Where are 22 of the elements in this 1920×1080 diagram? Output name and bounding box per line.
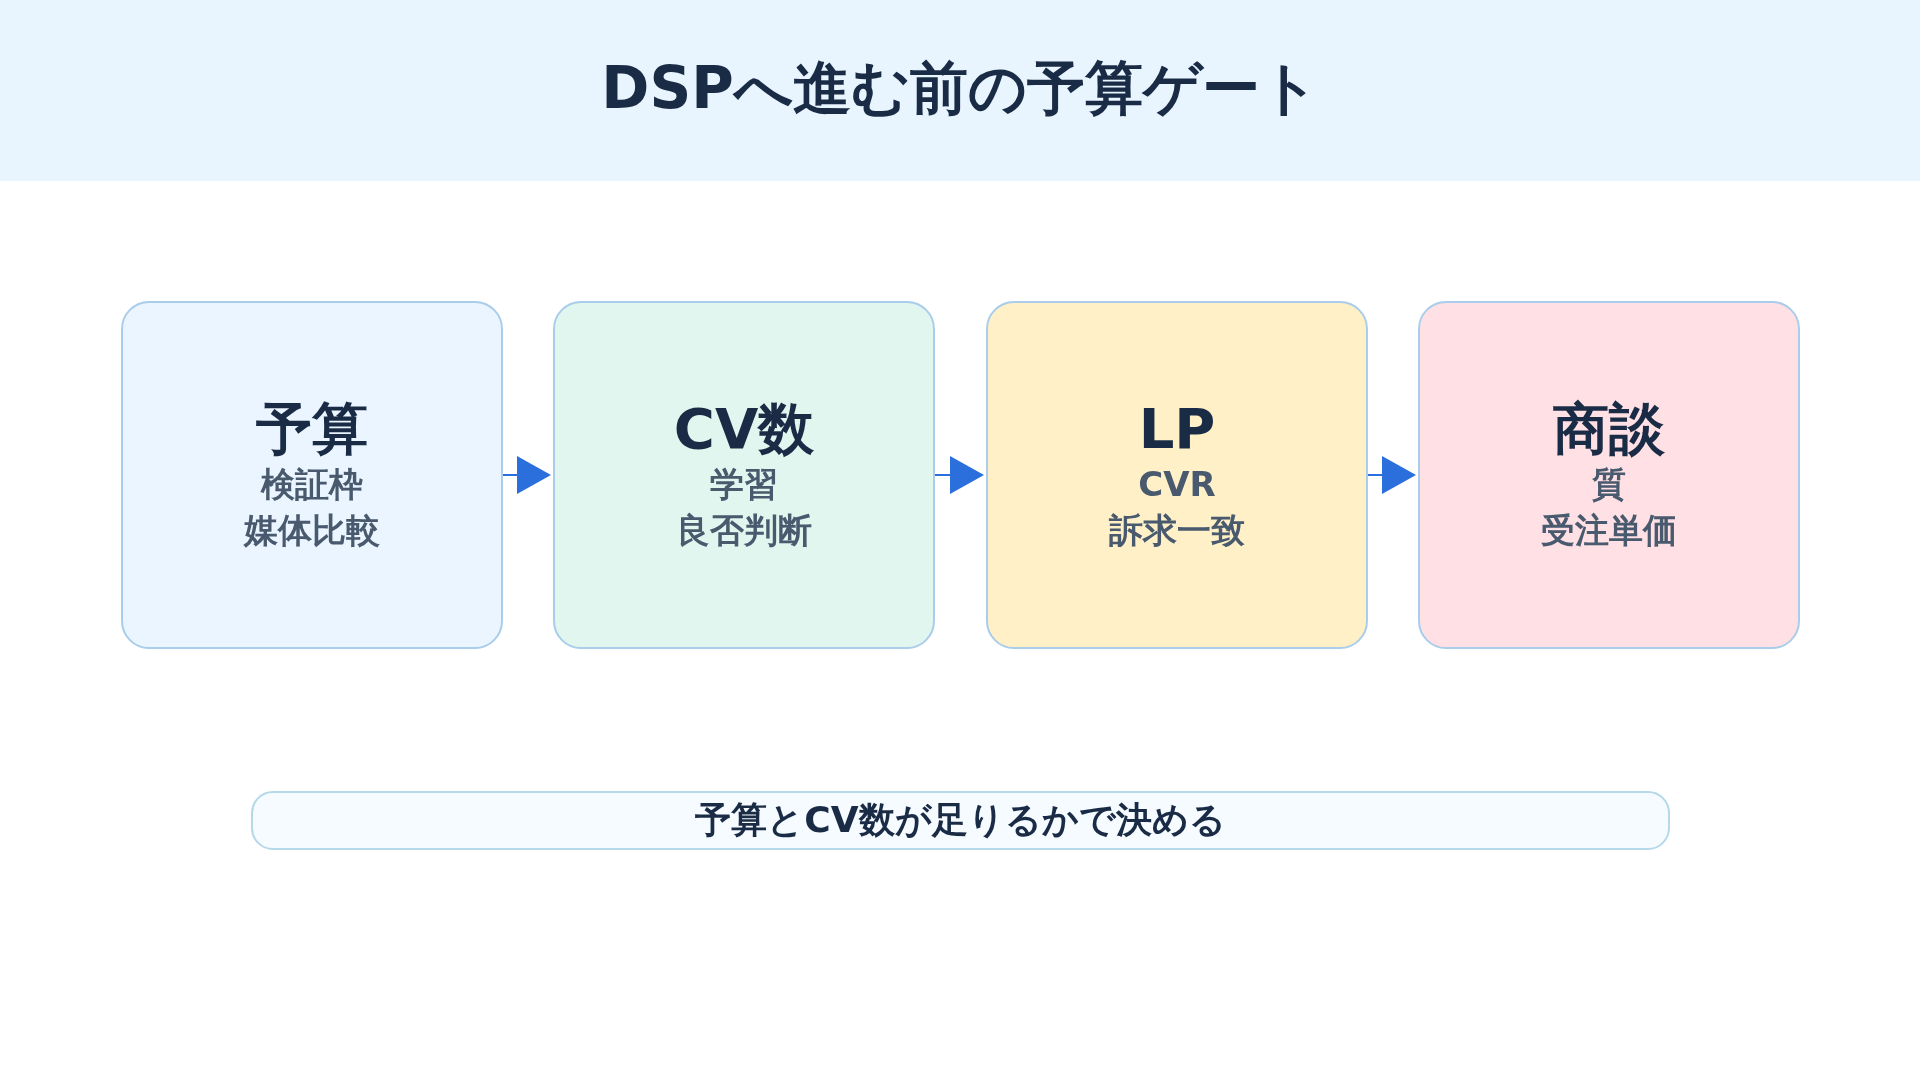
step-title: 商談 [1553,397,1665,461]
step-box [1418,301,1800,649]
step-box [986,301,1368,649]
step-detail: 受注単価 [1541,509,1677,552]
step-detail: 媒体比較 [244,509,380,552]
step-detail: 検証枠 [261,463,363,506]
step-detail: CVR [1138,463,1216,506]
note-text: 予算とCV数が足りるかで決める [695,798,1226,842]
step-detail: 質 [1592,463,1626,506]
arrow [502,456,551,494]
arrow [1367,456,1416,494]
step-detail: 訴求一致 [1109,509,1245,552]
step-detail: 良否判断 [676,509,812,552]
step-title: LP [1138,397,1216,461]
title: DSPへ進む前の予算ゲート [600,53,1320,124]
step-title: CV数 [673,397,815,461]
step-detail: 学習 [710,463,778,506]
note-box [251,791,1670,850]
arrow [934,456,984,494]
step-box [553,301,935,649]
step-title: 予算 [256,397,368,461]
step-box [121,301,503,649]
